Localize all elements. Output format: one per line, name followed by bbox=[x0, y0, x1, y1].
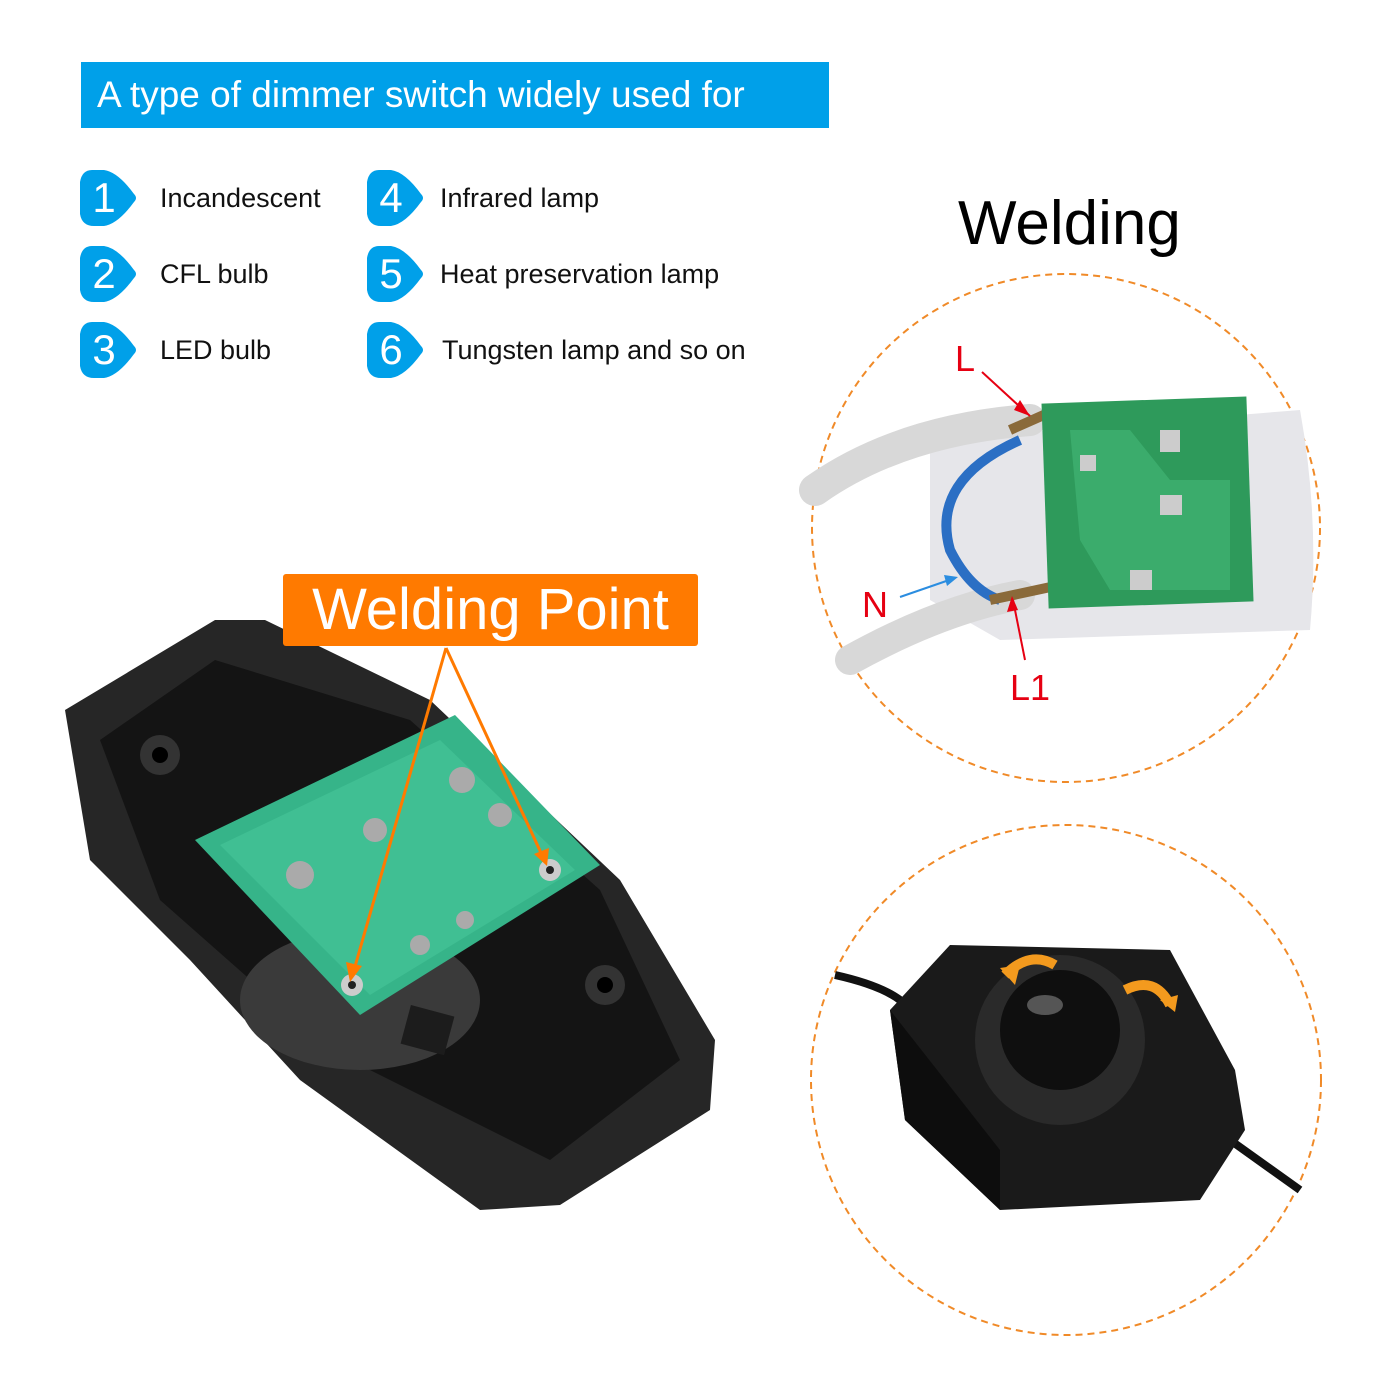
welding-title: Welding bbox=[958, 189, 1181, 258]
use-item-3: 3 LED bulb bbox=[78, 320, 271, 380]
use-label: LED bulb bbox=[160, 334, 272, 365]
use-item-4: 4 Infrared lamp bbox=[365, 168, 599, 228]
welding-detail-circle bbox=[811, 273, 1321, 783]
use-item-1: 1 Incandescent bbox=[78, 168, 321, 228]
open-switch-housing-photo bbox=[65, 620, 715, 1210]
use-item-2: 2 CFL bulb bbox=[78, 244, 269, 304]
use-label: Incandescent bbox=[160, 182, 321, 213]
number-badge: 4 bbox=[365, 168, 425, 228]
wire-label-n: N bbox=[862, 584, 888, 625]
wire-label-l1: L1 bbox=[1010, 667, 1051, 708]
number-badge: 6 bbox=[365, 320, 425, 380]
number-badge: 5 bbox=[365, 244, 425, 304]
usage-banner: A type of dimmer switch widely used for bbox=[81, 62, 829, 128]
knob-detail-circle bbox=[810, 824, 1322, 1336]
use-label: CFL bulb bbox=[160, 258, 269, 289]
number-badge: 2 bbox=[78, 244, 138, 304]
number-badge: 1 bbox=[78, 168, 138, 228]
welding-point-label: Welding Point bbox=[283, 574, 698, 646]
use-label: Heat preservation lamp bbox=[440, 258, 720, 289]
use-label: Tungsten lamp and so on bbox=[442, 334, 746, 365]
wiring-photo bbox=[799, 396, 1314, 675]
use-item-6: 6 Tungsten lamp and so on bbox=[365, 320, 746, 380]
number-badge: 3 bbox=[78, 320, 138, 380]
wire-label-l: L bbox=[955, 338, 976, 379]
use-label: Infrared lamp bbox=[440, 182, 600, 213]
dimmer-knob-photo bbox=[834, 945, 1303, 1210]
use-item-5: 5 Heat preservation lamp bbox=[365, 244, 719, 304]
